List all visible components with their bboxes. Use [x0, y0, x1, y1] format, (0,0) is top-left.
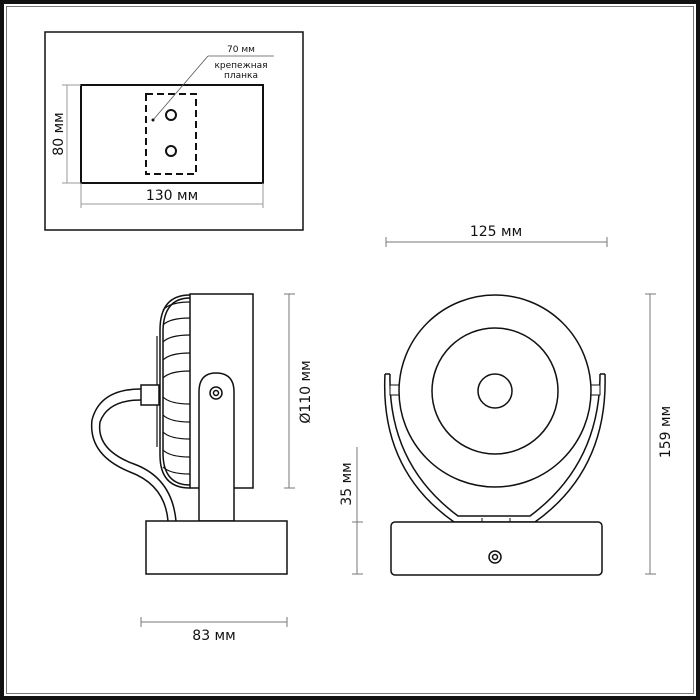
cable-connector	[140, 384, 160, 406]
bracket-size-label: 70 мм	[227, 45, 255, 55]
base-height-label: 35 мм	[339, 462, 355, 505]
front-view	[383, 294, 606, 576]
front-width-dimension: 125 мм	[385, 224, 608, 247]
base-screw-inner	[491, 553, 499, 561]
screw-hole-top	[165, 109, 177, 121]
heatsink-profile	[159, 294, 191, 489]
side-view	[90, 293, 288, 575]
depth-dimension: 83 мм	[140, 617, 288, 644]
mounting-inset: 70 мм крепежная планка 80 мм 130 мм	[44, 31, 304, 231]
base-front	[390, 521, 603, 576]
heatsink-profile-inner	[162, 297, 191, 486]
yoke-arm	[198, 372, 235, 522]
pivot-screw-inner	[212, 389, 220, 397]
diameter-dimension: Ø110 мм	[284, 293, 314, 489]
lamp-reflector-ring	[431, 327, 559, 455]
depth-label: 83 мм	[192, 628, 235, 644]
cable-inner	[98, 399, 177, 522]
front-width-label: 125 мм	[470, 224, 522, 240]
bracket-dashed-outline	[145, 93, 197, 175]
base-height-dimension: 35 мм	[339, 447, 363, 575]
inset-height-label: 80 мм	[51, 112, 67, 155]
front-height-label: 159 мм	[658, 406, 674, 458]
bracket-caption-line2: планка	[224, 71, 258, 81]
bracket-caption-line1: крепежная	[214, 61, 267, 71]
base-screw-outer	[488, 550, 502, 564]
mounting-plate-outline	[80, 84, 264, 184]
front-height-dimension: 159 мм	[645, 293, 674, 575]
lamp-lens	[477, 373, 513, 409]
lamp-head-outer	[398, 294, 592, 488]
pivot-screw-outer	[209, 386, 223, 400]
yoke-inner	[389, 373, 601, 517]
heatsink-fins	[162, 301, 191, 475]
bracket-leader-line	[152, 55, 209, 121]
inset-frame	[44, 31, 304, 231]
cable-outer	[90, 388, 169, 522]
diameter-label: Ø110 мм	[298, 360, 314, 423]
inset-width-label: 130 мм	[146, 188, 198, 204]
screw-hole-bottom	[165, 145, 177, 157]
base-side	[145, 520, 288, 575]
leader-dot	[151, 118, 155, 122]
inner-frame	[6, 6, 694, 694]
